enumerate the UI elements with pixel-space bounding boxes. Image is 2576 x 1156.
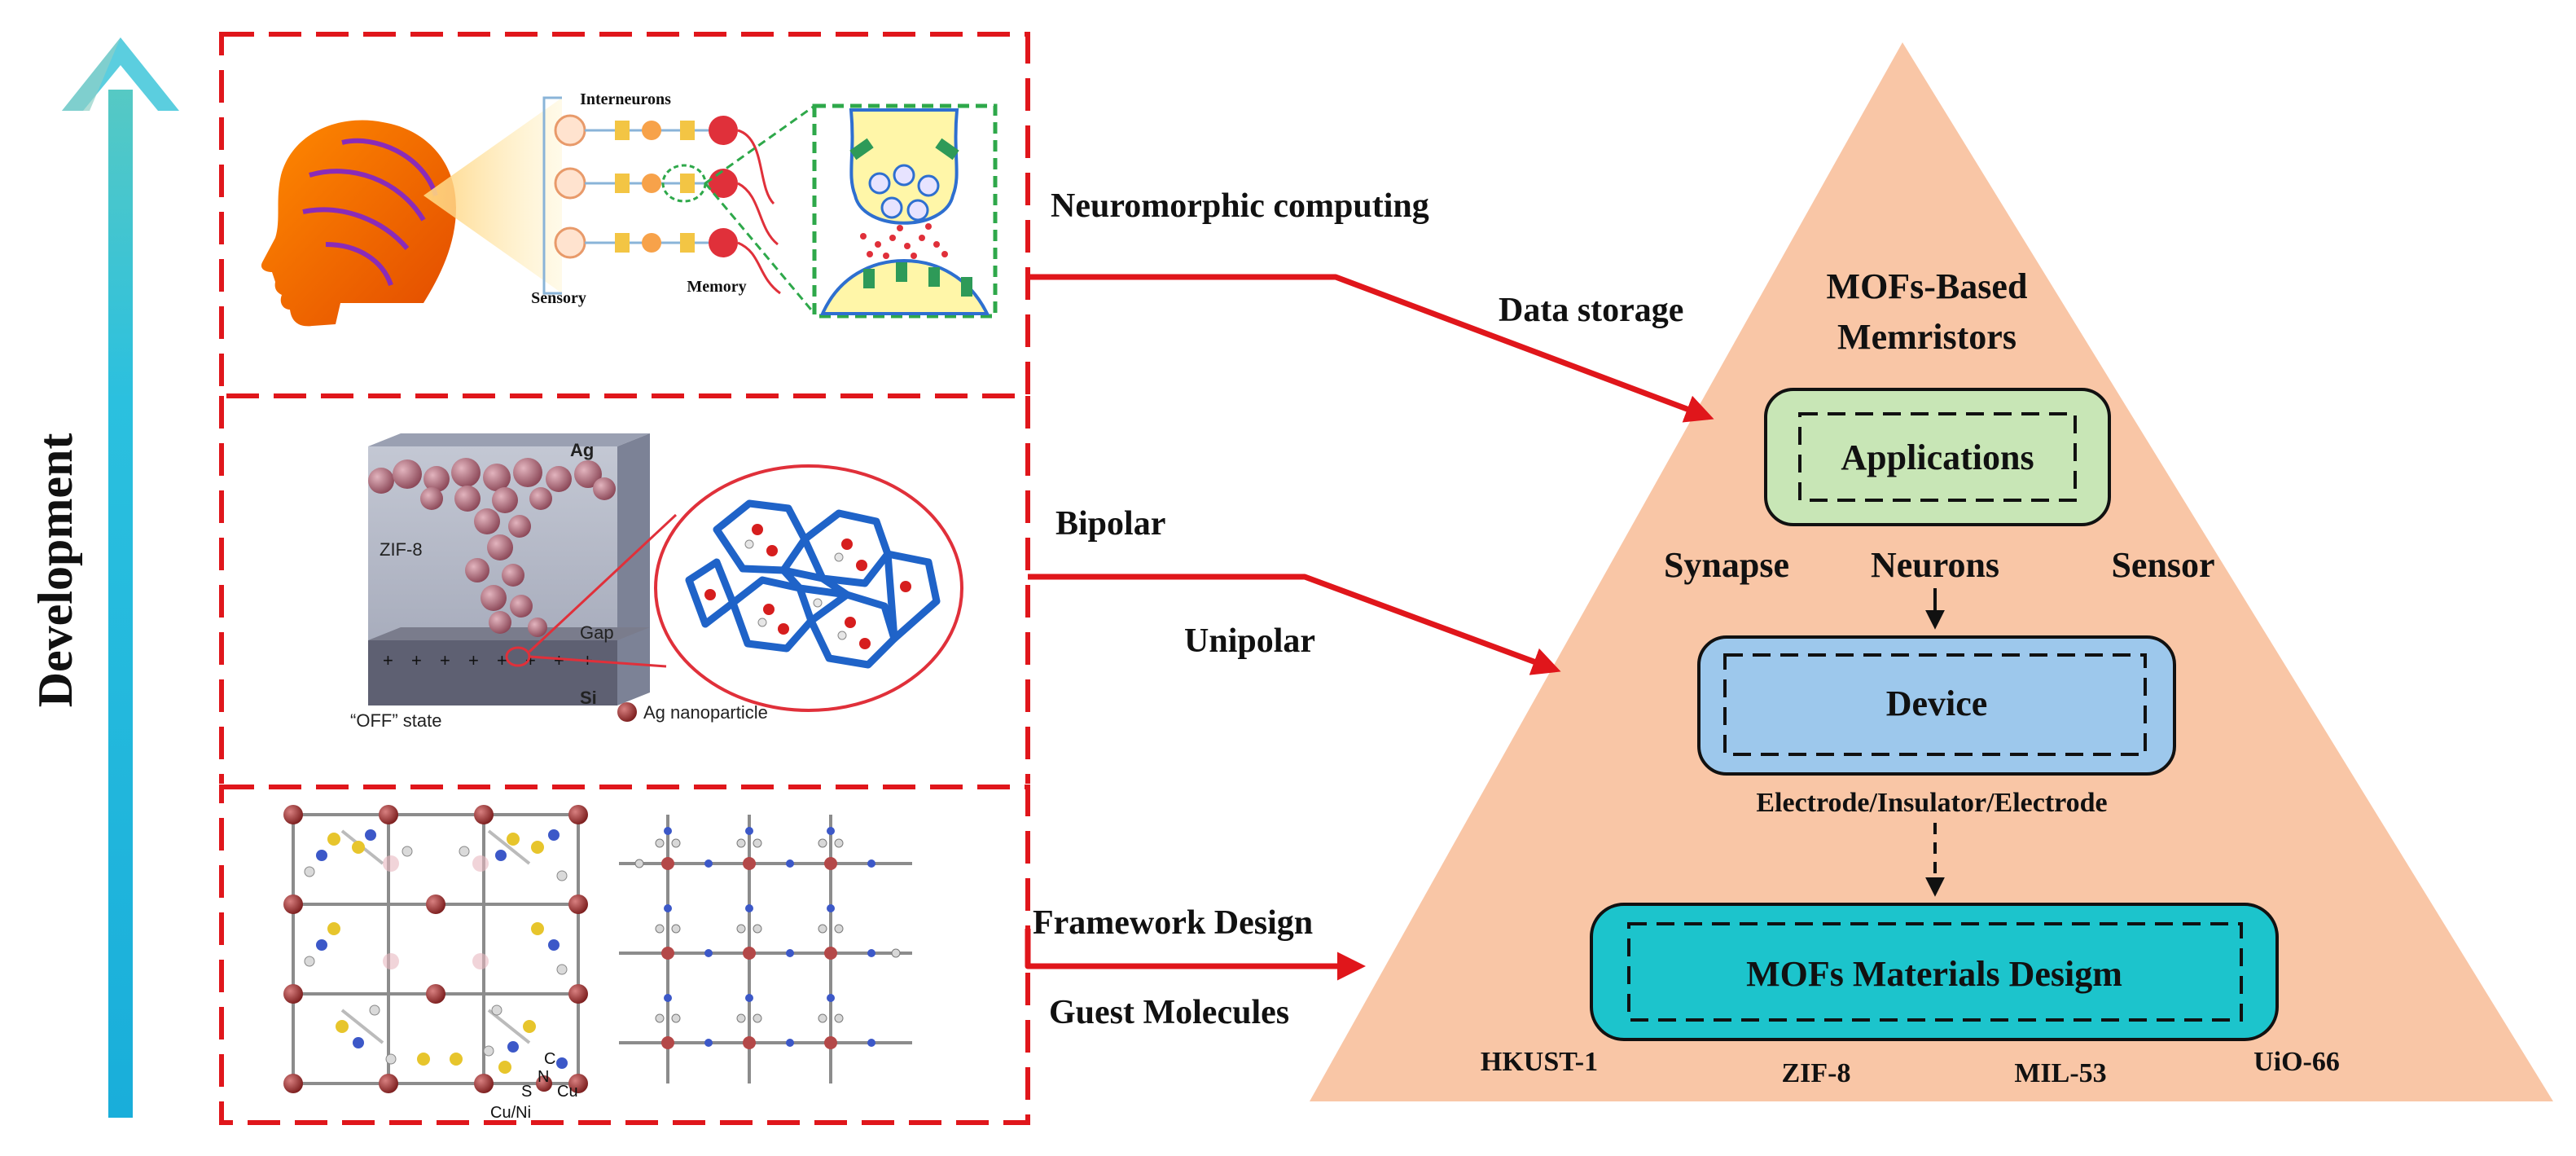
electrode-label: Electrode/Insulator/Electrode (1756, 788, 2107, 818)
synapse-zoom (812, 103, 998, 319)
development-axis: Development (29, 37, 179, 1118)
mof-hkust1: HKUST-1 (1481, 1047, 1598, 1077)
pyramid-title-line2: Memristors (1837, 317, 2016, 357)
neurons-label: Neurons (1871, 545, 1999, 585)
bipolar-label: Bipolar (1055, 505, 1165, 543)
cubic-framework-atoms (283, 805, 588, 1093)
svg-text:+: + (383, 650, 393, 670)
pyramid-content: MOFs-Based Memristors Applications Synap… (1481, 266, 2340, 1088)
brain-beam (423, 98, 562, 293)
mof-uio66: UiO-66 (2253, 1047, 2340, 1077)
sensory-label: Sensory (531, 289, 586, 307)
arrow-neuromorphic (1028, 274, 1714, 423)
applications-label: Applications (1841, 437, 2034, 477)
guest-molecules-label: Guest Molecules (1049, 994, 1289, 1031)
svg-text:+: + (525, 650, 536, 670)
ag-label: Ag (570, 440, 594, 460)
arrow-framework (1025, 929, 1366, 981)
svg-text:+: + (411, 650, 422, 670)
brain-lines (302, 138, 438, 287)
materials-box (1590, 903, 2279, 1041)
pyramid-title-line1: MOFs-Based (1827, 266, 2028, 306)
cell-top (368, 433, 650, 446)
zif8-label: ZIF-8 (380, 539, 423, 560)
applications-box (1764, 388, 2111, 526)
synapse-label: Synapse (1664, 545, 1789, 585)
neuron-network (542, 96, 816, 314)
ag-nanoparticle-icon (617, 702, 637, 722)
framework-design-label: Framework Design (1033, 904, 1313, 942)
materials-label: MOFs Materials Desigm (1746, 954, 2122, 994)
svg-text:+: + (468, 650, 479, 670)
ag-nanoparticle-label: Ag nanoparticle (643, 702, 768, 723)
mof-zif8: ZIF-8 (1782, 1058, 1851, 1088)
svg-text:+: + (497, 650, 507, 670)
link-labels: Neuromorphic computing Data storage Bipo… (1033, 187, 1683, 1031)
panel-neuromorphic-frame (219, 32, 1030, 398)
panel-framework: C N S Cu Cu/Ni (283, 805, 912, 1122)
off-state-label: “OFF” state (350, 710, 441, 731)
memory-label: Memory (687, 278, 746, 296)
data-storage-label: Data storage (1499, 292, 1683, 329)
layered-framework (619, 815, 912, 1083)
svg-text:+: + (440, 650, 450, 670)
panel-filament: ++++ ++++ (350, 433, 963, 731)
si-substrate (368, 640, 617, 705)
cuni-label: Cu/Ni (490, 1104, 531, 1122)
device-box (1697, 635, 2176, 776)
svg-text:+: + (554, 650, 564, 670)
si-label: Si (580, 688, 597, 708)
mof-mil53: MIL-53 (2014, 1058, 2106, 1088)
zif8-zoom (654, 464, 963, 712)
n-label: N (538, 1068, 549, 1086)
pyramid (1310, 42, 2553, 1101)
device-label: Device (1886, 683, 1988, 723)
gap-label: Gap (580, 622, 614, 643)
connector-arrows (1025, 274, 1714, 981)
head-silhouette (261, 120, 456, 327)
neuromorphic-label: Neuromorphic computing (1051, 187, 1429, 225)
arrow-bipolar (1028, 574, 1561, 675)
c-label: C (544, 1050, 555, 1068)
cubic-framework (292, 813, 580, 1085)
cell-side (617, 433, 650, 705)
silver-filament (368, 458, 616, 637)
sensor-label: Sensor (2111, 545, 2214, 585)
interneurons-label: Interneurons (580, 90, 671, 108)
panel-neuromorphic: Interneurons Sensory Memory (261, 90, 998, 327)
s-label: S (521, 1083, 532, 1101)
cu-label: Cu (557, 1083, 578, 1101)
unipolar-label: Unipolar (1184, 622, 1315, 660)
axis-shaft (108, 90, 133, 1118)
axis-label: Development (29, 433, 82, 708)
